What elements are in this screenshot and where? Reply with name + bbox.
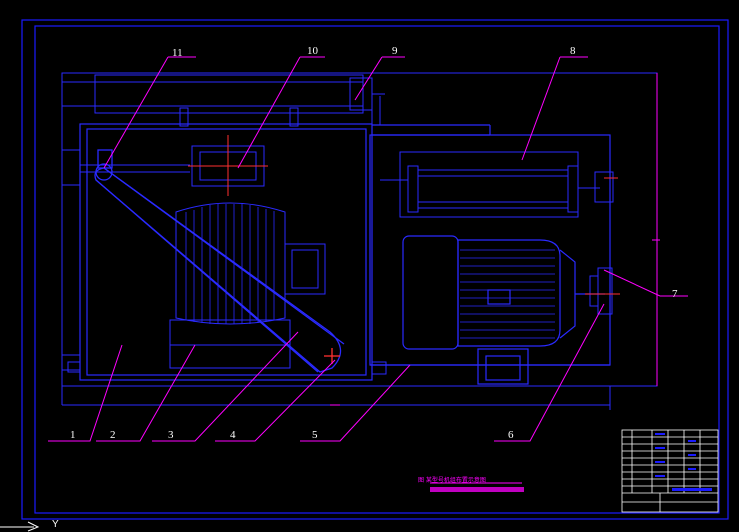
drawing-note: 图 某型号机组布置示意图 [418,477,486,484]
housing-box [79,123,611,381]
inner-frame [34,25,720,514]
callout-10: 10 [307,45,318,57]
callout-3: 3 [168,429,174,441]
outer-frame [21,19,729,520]
callout-11: 11 [172,47,183,59]
dimension-line [652,73,660,386]
ucs-icon [0,521,40,532]
roller-assembly [380,151,618,218]
callout-1: 1 [70,429,76,441]
callout-7: 7 [672,288,678,300]
callout-6: 6 [508,429,514,441]
callout-9: 9 [392,45,398,57]
callout-2: 2 [110,429,116,441]
note-bar [430,482,524,492]
gearbox [188,135,268,196]
callout-8: 8 [570,45,576,57]
belt [94,149,345,373]
title-block [621,429,719,513]
callout-4: 4 [230,429,236,441]
bottom-skids [67,361,387,406]
coupling [585,267,620,315]
callout-5: 5 [312,429,318,441]
leader-lines [48,56,688,442]
ucs-y-label: Y [52,519,59,530]
small-motor [169,202,326,369]
title-block-marks [655,433,712,491]
